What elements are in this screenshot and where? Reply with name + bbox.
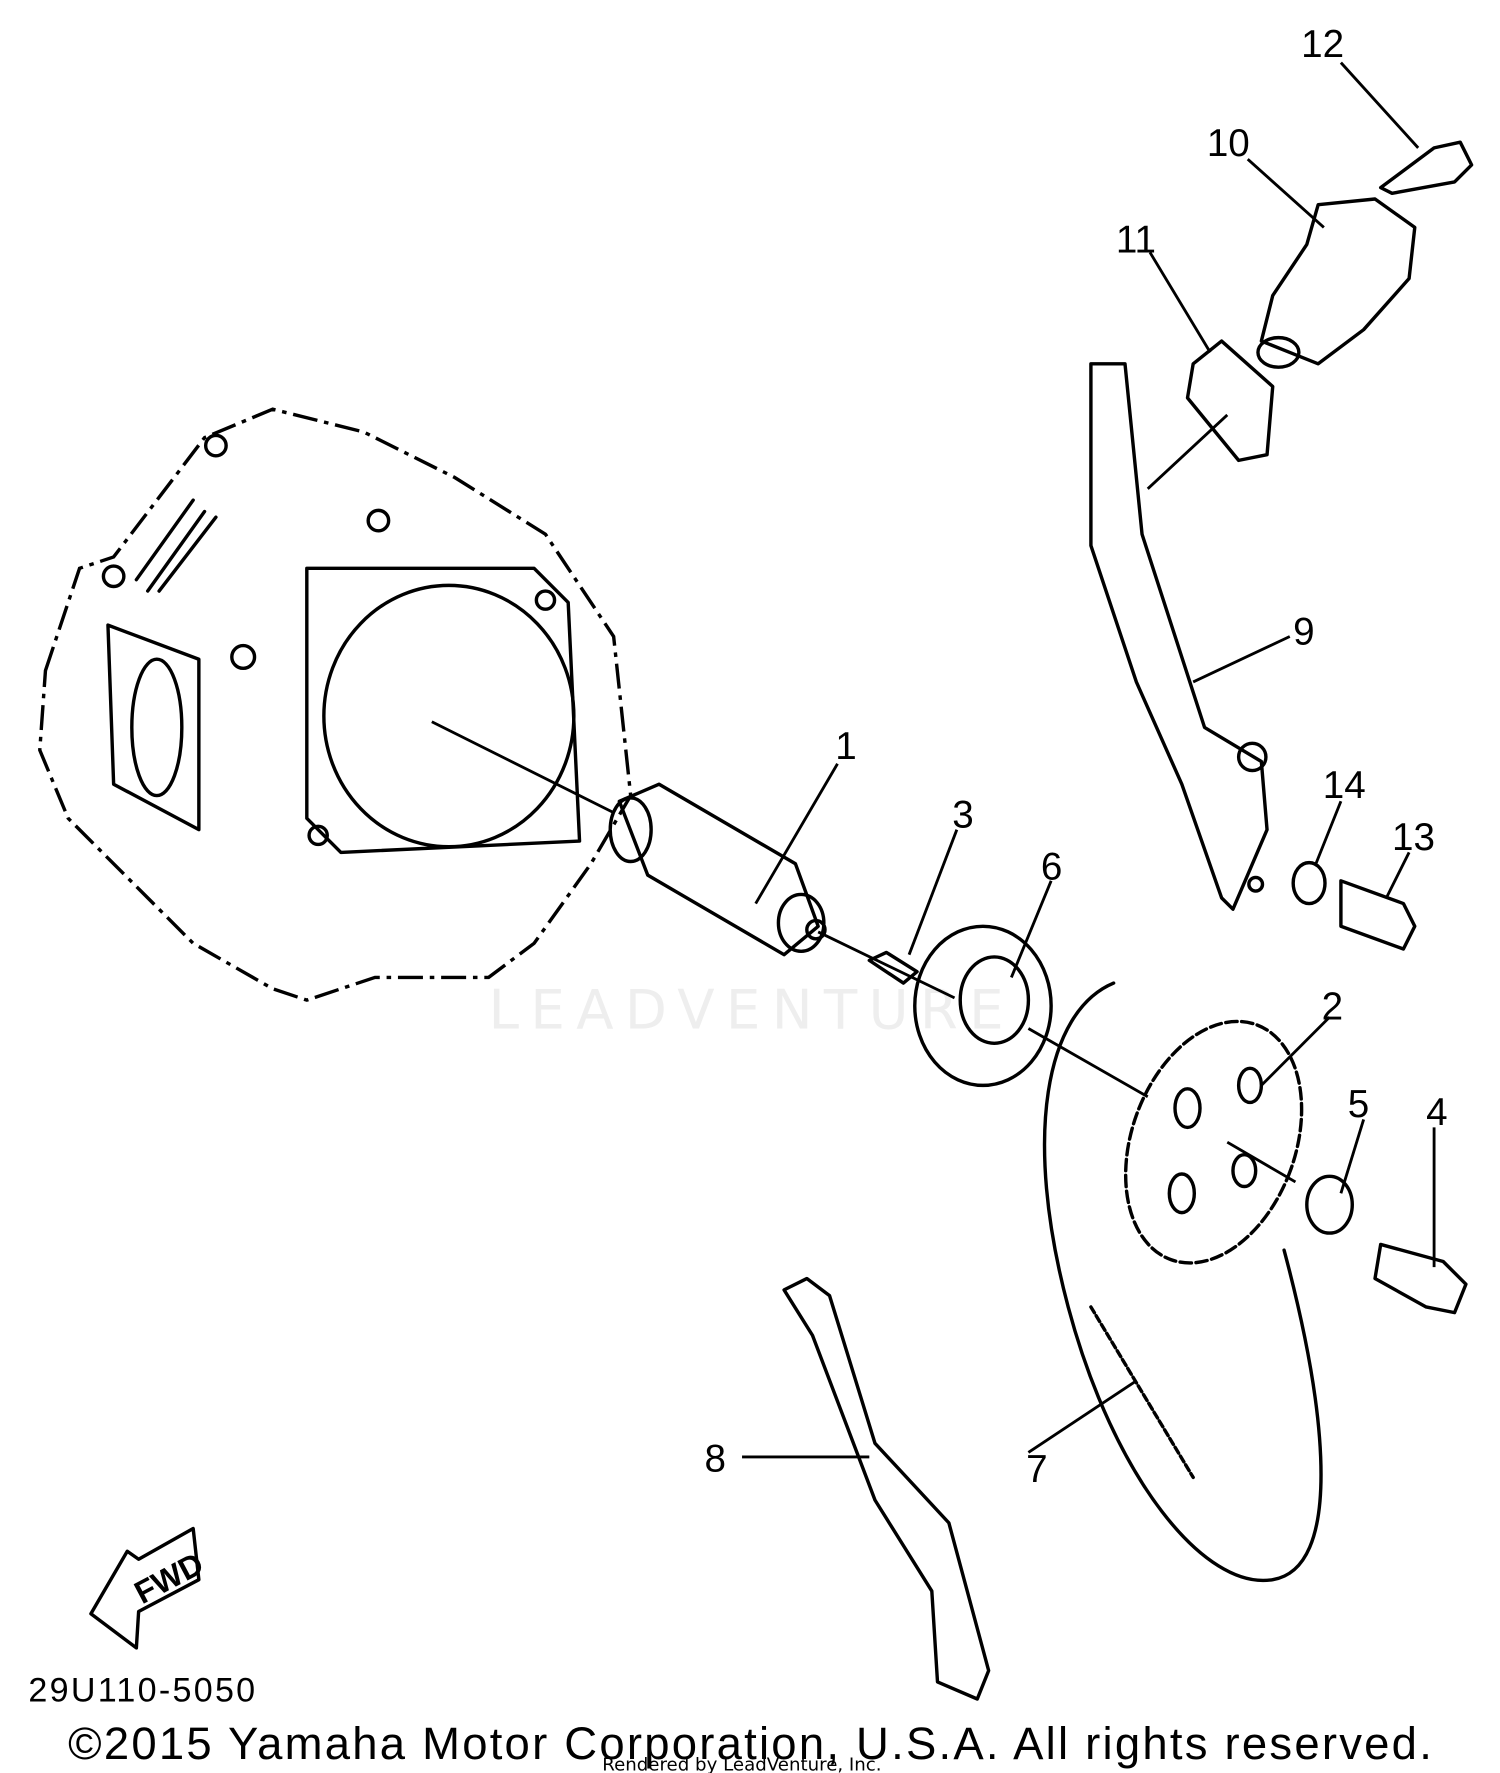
washer [1305,1174,1354,1235]
dowel-pin [867,950,919,985]
callout-13: 13 [1392,816,1435,859]
washer [1291,860,1327,906]
watermark: LEADVENTURE [489,978,1015,1042]
callout-14: 14 [1323,764,1366,807]
tensioner-bolt [1378,140,1474,196]
chain-tensioner [1256,197,1417,369]
callout-8: 8 [705,1438,726,1481]
cam-sprocket-bolt [1373,1242,1468,1315]
callout-7: 7 [1026,1448,1047,1491]
callout-3: 3 [952,793,973,836]
cylinder-head [38,407,633,1002]
callout-12: 12 [1301,23,1344,66]
callout-1: 1 [835,725,856,768]
fwd-arrow-icon: FWD [89,1526,209,1650]
callout-9: 9 [1293,610,1314,653]
tensioner-guide [1089,362,1269,911]
chain-guide [782,1276,991,1701]
callout-11: 11 [1116,218,1156,261]
rendered-by: Rendered by LeadVenture, Inc. [602,1755,881,1773]
decompressor-weight [913,924,1149,1098]
callout-10: 10 [1207,122,1250,165]
gasket [1185,339,1275,463]
camshaft [608,782,956,1000]
callout-6: 6 [1041,846,1062,889]
callout-5: 5 [1348,1083,1369,1126]
guide-bolt [1339,879,1417,951]
callout-leaders [742,61,1436,1459]
cam-chain [1042,981,1323,1583]
cam-sprocket [1123,1019,1304,1265]
fwd-label: FWD [128,1545,209,1611]
copyright: ©2015 Yamaha Motor Corporation, U.S.A. A… [68,1718,1432,1769]
callout-2: 2 [1322,985,1343,1028]
chain-links [1089,1305,1195,1480]
diagram-code: 29U110-5050 [28,1671,257,1709]
callout-4: 4 [1426,1091,1447,1134]
